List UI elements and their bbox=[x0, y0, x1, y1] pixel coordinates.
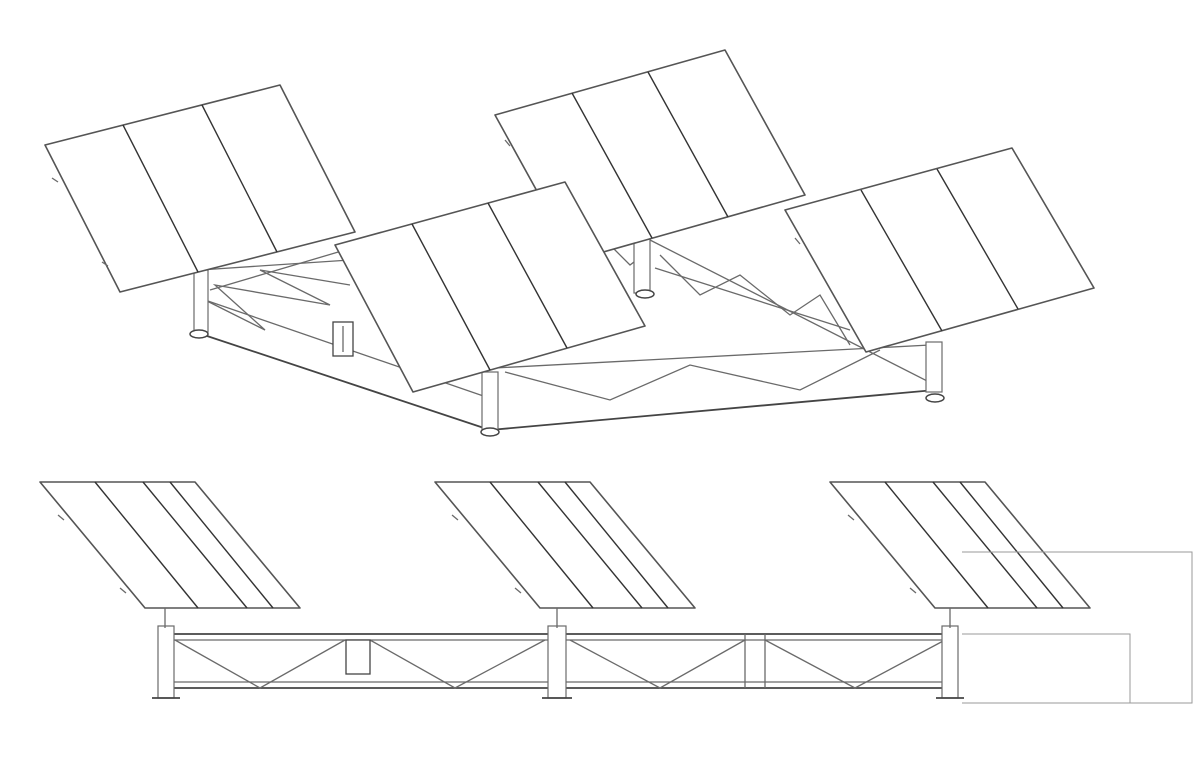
panel-bracket bbox=[909, 587, 917, 594]
frame-front-chord-left bbox=[194, 331, 491, 431]
side-tracker-left bbox=[39, 481, 301, 628]
post-front bbox=[481, 371, 499, 431]
frame-diagonals-left bbox=[204, 269, 351, 331]
cell-divider bbox=[94, 481, 199, 609]
panel-bracket bbox=[847, 514, 855, 521]
foot-right bbox=[925, 393, 945, 403]
isometric-feet bbox=[189, 289, 945, 437]
frame-inner-chord-c bbox=[209, 249, 346, 291]
dimension-overall-height bbox=[962, 551, 1193, 704]
side-post-center bbox=[547, 625, 567, 699]
foot-front bbox=[480, 427, 500, 437]
cell-divider bbox=[489, 481, 594, 609]
panel-array-top-left bbox=[44, 84, 356, 293]
side-panel-array-left bbox=[39, 481, 301, 609]
side-panel-array-right bbox=[829, 481, 1091, 609]
side-tracker-center bbox=[434, 481, 696, 628]
post-left bbox=[193, 269, 209, 333]
foot-left bbox=[189, 329, 209, 339]
post-right bbox=[925, 341, 943, 393]
cell-divider bbox=[564, 481, 669, 609]
cell-divider bbox=[142, 481, 248, 609]
foot-rear bbox=[635, 289, 655, 299]
cell-divider bbox=[201, 104, 278, 253]
panel-bracket bbox=[51, 177, 59, 183]
panel-array-right bbox=[784, 147, 1095, 353]
cell-divider bbox=[884, 481, 989, 609]
cell-divider bbox=[169, 481, 274, 609]
frame-front-chord-right bbox=[489, 389, 936, 431]
cell-divider bbox=[411, 223, 491, 371]
frame-inner-chord-d bbox=[654, 267, 851, 331]
side-post-right bbox=[941, 625, 959, 699]
cell-divider bbox=[537, 481, 643, 609]
panel-bracket bbox=[119, 587, 127, 594]
panel-bracket bbox=[794, 237, 801, 245]
tracker-top-left bbox=[44, 84, 356, 293]
cell-divider bbox=[860, 189, 943, 332]
frame-diagonals-front bbox=[504, 349, 881, 401]
side-diagonals-bay-1 bbox=[174, 639, 346, 689]
cell-divider bbox=[571, 92, 653, 239]
panel-bracket bbox=[451, 514, 459, 521]
tracker-right bbox=[784, 147, 1095, 353]
panel-bracket bbox=[504, 139, 511, 147]
side-diagonals-bay-2 bbox=[369, 639, 546, 689]
cell-divider bbox=[936, 168, 1019, 310]
side-control-box bbox=[345, 639, 371, 675]
side-tracker-right bbox=[829, 481, 1091, 628]
isometric-view bbox=[44, 49, 1095, 437]
frame-rear-chord-right bbox=[649, 239, 936, 386]
panel-bracket bbox=[57, 514, 65, 521]
dimension-beam-height bbox=[962, 633, 1131, 703]
tracker-front-center bbox=[334, 181, 646, 393]
frame-diagonals-right bbox=[659, 254, 851, 346]
side-post-left bbox=[157, 625, 175, 699]
cell-divider bbox=[959, 481, 1064, 609]
dimension-lines bbox=[962, 551, 1193, 704]
panel-bracket bbox=[514, 587, 522, 594]
panel-bracket bbox=[101, 261, 109, 267]
side-diagonals-bay-3 bbox=[569, 639, 746, 689]
side-diagonals-bay-4 bbox=[764, 639, 946, 689]
frame-inner-chord-b bbox=[494, 344, 931, 369]
cell-divider bbox=[122, 124, 199, 273]
side-panel-array-center bbox=[434, 481, 696, 609]
cell-divider bbox=[932, 481, 1038, 609]
cell-divider bbox=[487, 202, 568, 349]
post-rear bbox=[633, 237, 651, 294]
side-view bbox=[39, 481, 1193, 704]
cell-divider bbox=[647, 71, 729, 218]
